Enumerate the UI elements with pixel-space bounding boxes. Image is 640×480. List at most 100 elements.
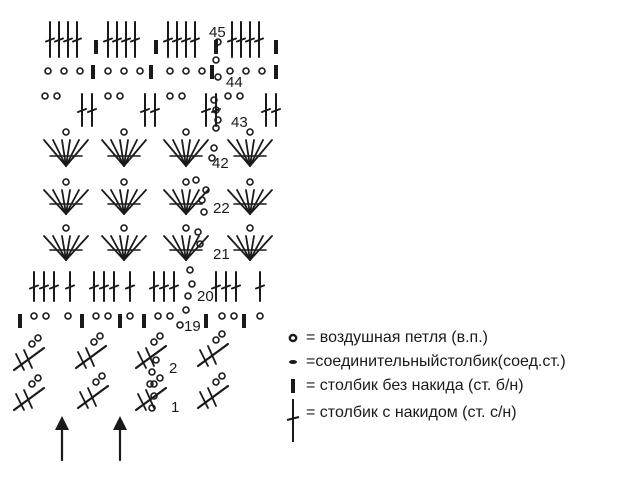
chain-loop: [90, 338, 98, 346]
fan-stitch: [227, 235, 251, 261]
chain-loop: [246, 178, 254, 186]
cluster-stroke: [199, 391, 209, 409]
cluster-stroke: [85, 347, 95, 367]
row-number-22: 22: [213, 200, 230, 217]
chain-loop: [60, 67, 68, 75]
arrow-head: [113, 416, 127, 430]
single-crochet: [18, 314, 22, 328]
chain-loop: [53, 92, 61, 100]
cluster-stroke: [134, 344, 168, 370]
fan-stitch: [119, 139, 125, 167]
single-crochet: [118, 314, 122, 328]
double-crochet-bar: [112, 37, 122, 43]
row-number-20: 20: [197, 288, 214, 305]
chain-loop: [62, 178, 70, 186]
chain-loop: [230, 312, 238, 320]
chain-loop: [166, 312, 174, 320]
double-crochet-bar: [149, 284, 159, 290]
double-crochet-bar: [255, 284, 265, 290]
single-crochet: [214, 40, 218, 54]
fan-stitch: [110, 189, 125, 215]
chain-loop: [246, 224, 254, 232]
cluster-stroke: [137, 351, 147, 369]
chain-loop: [120, 67, 128, 75]
chain-loop: [150, 338, 158, 346]
fan-stitch: [245, 235, 251, 261]
double-crochet-bar: [227, 37, 237, 43]
chain-loop: [176, 321, 184, 329]
cluster-stroke: [12, 346, 46, 372]
cluster-stroke: [79, 391, 89, 409]
fan-stitch: [61, 189, 67, 215]
chain-loop: [246, 128, 254, 136]
chain-loop: [212, 378, 220, 386]
legend-label: =соединительныйстолбик(соед.ст.): [306, 353, 566, 370]
fan-stitch: [123, 235, 129, 261]
fan-stitch: [123, 189, 138, 215]
fan-stitch: [65, 235, 80, 261]
double-crochet-bar: [261, 108, 271, 113]
chain-loop: [184, 292, 192, 300]
fan-stitch: [110, 235, 125, 261]
single-crochet: [274, 40, 278, 54]
fan-stitch: [249, 189, 255, 215]
cluster-stroke: [134, 386, 168, 412]
chain-loop: [212, 124, 220, 132]
cluster-stroke: [145, 347, 155, 367]
fan-stitch: [236, 139, 251, 167]
cluster-stroke: [207, 387, 217, 407]
double-crochet-bar: [172, 37, 182, 43]
chain-loop: [146, 380, 154, 388]
chain-loop: [44, 67, 52, 75]
fan-stitch: [43, 139, 67, 167]
chain-loop: [104, 92, 112, 100]
chain-loop: [208, 154, 216, 162]
fan-stitch: [110, 139, 125, 167]
chain-loop: [218, 330, 226, 338]
chain-loop: [210, 96, 218, 104]
chain-loop: [92, 312, 100, 320]
double-crochet-bar: [140, 108, 150, 113]
row-number-42: 42: [212, 155, 229, 172]
cluster-stroke: [23, 389, 33, 409]
legend-item-single-crochet: = столбик без накида (ст. б/н): [284, 374, 634, 398]
double-crochet-bar: [89, 284, 99, 290]
chain-loop: [198, 67, 206, 75]
chain-loop: [76, 67, 84, 75]
chain-loop: [226, 67, 234, 75]
chain-loop: [198, 196, 206, 204]
fan-stitch: [185, 139, 209, 167]
chain-loop: [212, 336, 220, 344]
slip-stitch-icon: [284, 350, 304, 374]
chart-stitches: [12, 21, 281, 462]
double-crochet-bar: [103, 37, 113, 43]
chain-loop: [98, 372, 106, 380]
double-crochet-bar: [231, 284, 241, 290]
cluster-stroke: [23, 349, 33, 369]
cluster-stroke: [77, 351, 87, 369]
chain-loop: [166, 67, 174, 75]
double-crochet-bar: [181, 37, 191, 43]
chain-loop: [148, 368, 156, 376]
chain-loop: [256, 312, 264, 320]
double-crochet-bar: [65, 284, 75, 290]
fan-stitch: [43, 235, 67, 261]
chain-loop: [218, 312, 226, 320]
fan-stitch: [249, 235, 255, 261]
double-crochet-bar: [109, 284, 119, 290]
chain-loop: [236, 92, 244, 100]
chain-loop: [182, 178, 190, 186]
chain-loop: [150, 392, 158, 400]
single-crochet: [91, 65, 95, 79]
fan-stitch: [185, 139, 200, 167]
fan-stitch: [249, 189, 273, 215]
cluster-stroke: [15, 353, 25, 371]
fan-stitch: [52, 235, 67, 261]
cluster-stroke: [74, 344, 108, 370]
fan-stitch: [52, 189, 67, 215]
chain-loop: [214, 38, 222, 46]
fan-stitch: [101, 189, 125, 215]
fan-stitch: [185, 189, 209, 215]
chain-loop: [154, 312, 162, 320]
